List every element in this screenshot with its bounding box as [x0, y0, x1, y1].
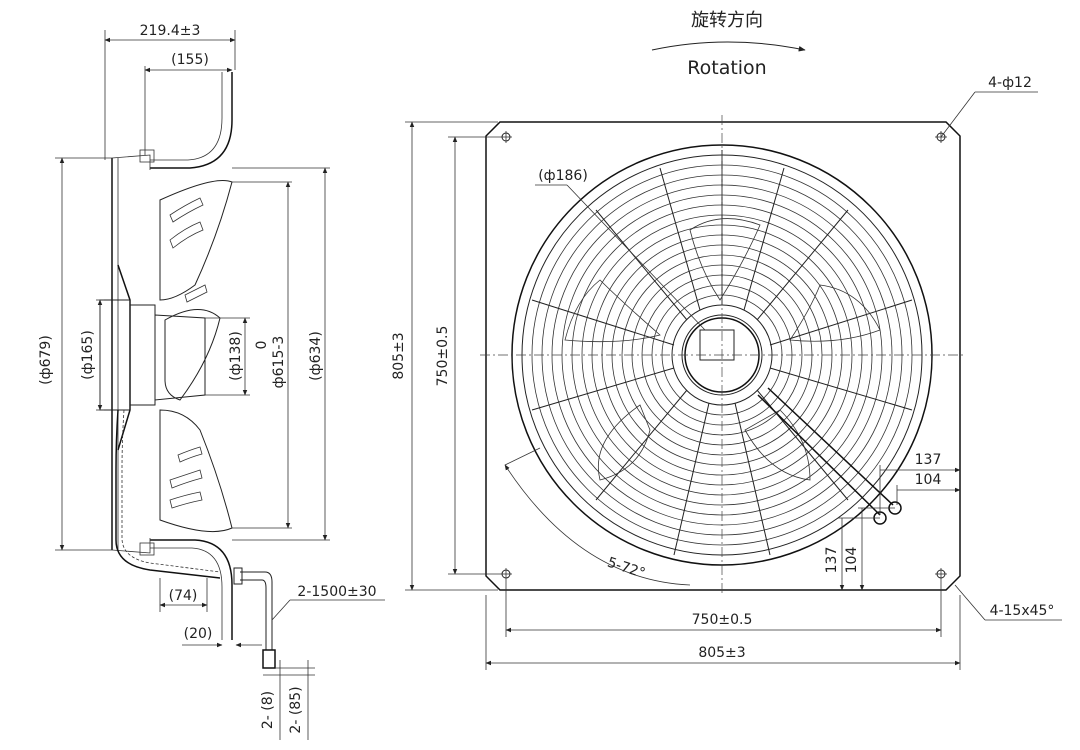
wire-end	[262, 649, 276, 669]
front-view: 4-ф12 (ф186) 805±3 750±0.5 750±0.5 805±3…	[391, 75, 1062, 670]
overall-height-dim: 805±3	[391, 332, 407, 379]
hole-pitch-h-dim: 750±0.5	[692, 612, 753, 628]
corner-holes	[500, 131, 947, 580]
cable-h1-dim: 137	[915, 452, 942, 468]
guard-dia-dim: (ф634)	[308, 331, 324, 381]
cable-length-dim: 2-1500±30	[297, 584, 376, 600]
rotation-label-en: Rotation	[687, 57, 766, 79]
center-dia-dim: (ф186)	[538, 168, 588, 184]
wire-b-dim: 2- (85)	[288, 686, 304, 733]
hub-dia-dim: (ф165)	[80, 330, 96, 380]
outer-dia-dim: (ф679)	[38, 335, 54, 385]
cable-wire	[240, 571, 273, 650]
spokes-dim: 5-72°	[605, 555, 647, 582]
mounting-plate-front	[485, 121, 961, 591]
cable-offset-dim: (74)	[169, 588, 198, 604]
guard-profile-top	[150, 72, 233, 169]
hole-spec-dim: 4-ф12	[988, 75, 1032, 91]
blade-lower	[159, 409, 233, 533]
motor-hub	[99, 299, 131, 411]
blade-outlines	[564, 218, 881, 481]
shaft-dia-dim: (ф138)	[228, 331, 244, 381]
bottom-bolt	[139, 542, 155, 556]
zero-dim: 0	[254, 341, 270, 350]
blade-upper	[159, 179, 233, 301]
overall-width-dim: 805±3	[698, 645, 745, 661]
corner-chamfer-dim: 4-15x45°	[990, 603, 1055, 619]
motor-rotor	[154, 314, 206, 401]
wire-a-dim: 2- (8)	[260, 691, 276, 729]
guard-profile-bottom	[150, 539, 233, 640]
cable-conduit	[115, 409, 221, 579]
rotation-indicator: 旋转方向 Rotation	[651, 10, 806, 79]
guard-depth-dim: (155)	[171, 52, 209, 68]
hole-pitch-v-dim: 750±0.5	[435, 326, 451, 387]
depth-dim: 219.4±3	[140, 23, 201, 39]
impeller-dia-dim: ф615-3	[271, 336, 287, 389]
rotation-arrow	[651, 41, 806, 52]
cable-v1-dim: 137	[824, 547, 840, 574]
cable-glands	[757, 387, 902, 525]
top-bolt	[139, 149, 155, 163]
cable-v2-dim: 104	[844, 547, 860, 574]
rotation-label-cn: 旋转方向	[691, 10, 763, 31]
motor-body	[129, 304, 156, 406]
side-view: 219.4±3 (155)	[38, 23, 385, 740]
terminal-box	[699, 329, 735, 361]
cable-gap-dim: (20)	[184, 626, 213, 642]
cable-h2-dim: 104	[915, 472, 942, 488]
blade-middle	[164, 309, 221, 401]
